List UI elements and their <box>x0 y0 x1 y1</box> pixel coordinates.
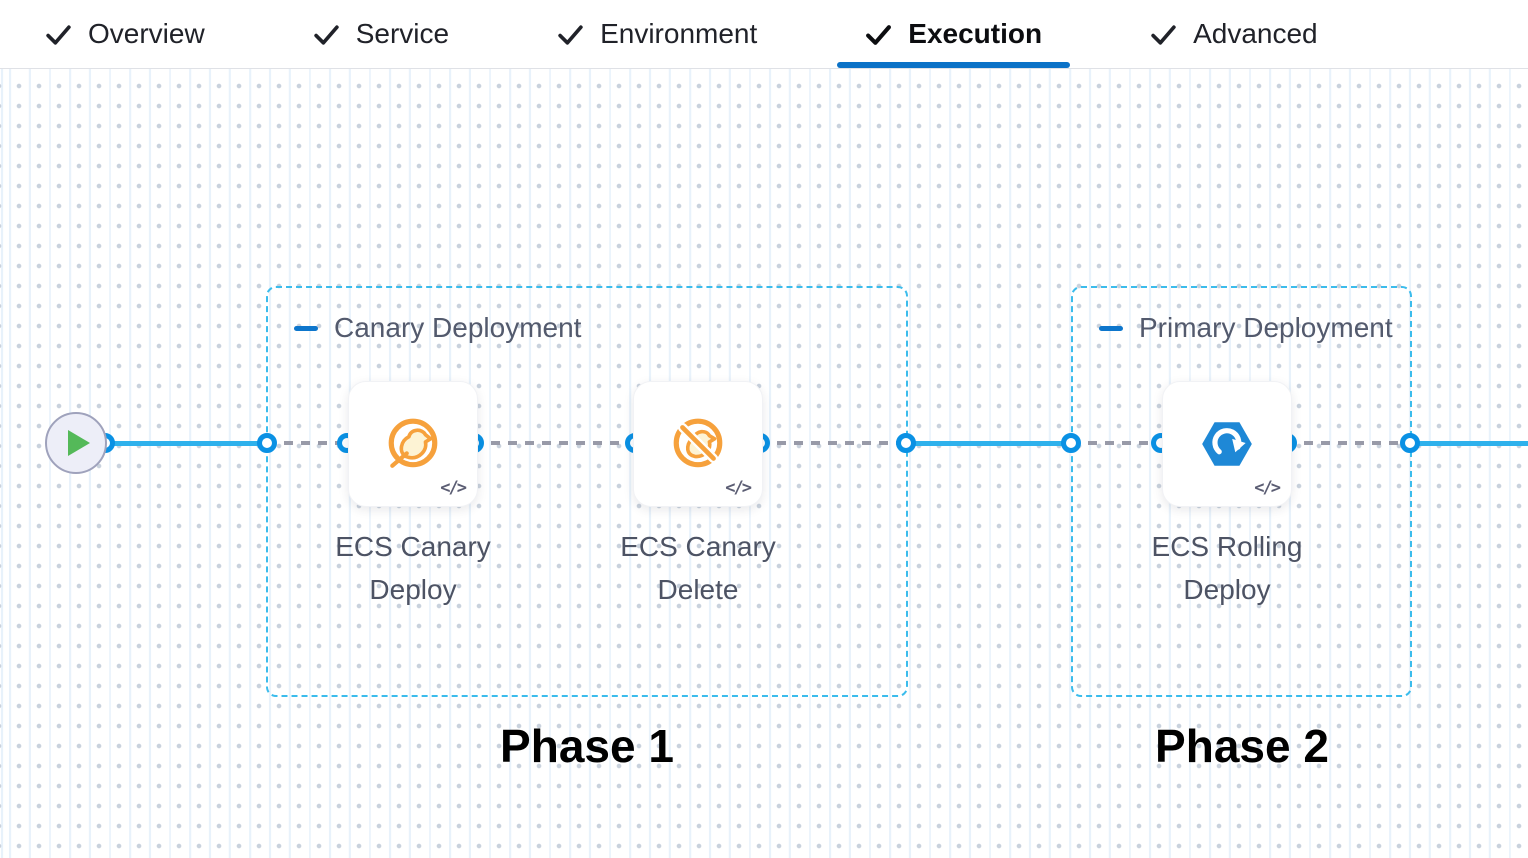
collapse-icon[interactable] <box>294 325 318 331</box>
tab-overview[interactable]: Overview <box>17 0 233 68</box>
connector-port[interactable] <box>257 433 277 453</box>
tab-execution[interactable]: Execution <box>837 0 1070 68</box>
code-icon[interactable]: </> <box>725 478 752 498</box>
flow-line-dashed <box>474 441 635 445</box>
check-icon <box>1150 21 1177 48</box>
tab-environment[interactable]: Environment <box>529 0 785 68</box>
tab-label: Advanced <box>1193 18 1318 49</box>
flow-line <box>906 441 1071 446</box>
group-title: Canary Deployment <box>334 312 582 343</box>
flow-line-dashed <box>1071 441 1161 445</box>
ecs-rolling-deploy-icon <box>1202 422 1252 466</box>
check-icon <box>45 21 72 48</box>
step-card-ecs-canary-delete[interactable]: </> <box>633 381 763 507</box>
phase-2-label: Phase 2 <box>1155 720 1329 772</box>
pipeline-start-node[interactable] <box>45 412 107 474</box>
group-header[interactable]: Canary Deployment <box>294 312 581 344</box>
ecs-canary-deploy-icon <box>388 418 438 468</box>
tab-label: Overview <box>88 18 205 49</box>
collapse-icon[interactable] <box>1099 325 1123 331</box>
flow-line <box>105 441 267 446</box>
check-icon <box>557 21 584 48</box>
check-icon <box>313 21 340 48</box>
phase-1-label: Phase 1 <box>500 720 674 772</box>
connector-port[interactable] <box>1061 433 1081 453</box>
step-group-primary-deployment[interactable]: Primary Deployment <box>1071 286 1412 697</box>
flow-line-dashed <box>760 441 906 445</box>
code-icon[interactable]: </> <box>1254 478 1281 498</box>
play-icon <box>67 430 90 456</box>
tab-label: Environment <box>600 18 758 49</box>
step-card-ecs-rolling-deploy[interactable]: </> <box>1162 381 1292 507</box>
flow-line-dashed <box>1287 441 1410 445</box>
connector-port[interactable] <box>896 433 916 453</box>
execution-graph-canvas[interactable]: Canary Deployment Primary Deployment <box>0 69 1528 858</box>
check-icon <box>865 21 892 48</box>
tab-advanced[interactable]: Advanced <box>1122 0 1346 68</box>
step-group-canary-deployment[interactable]: Canary Deployment <box>266 286 908 697</box>
step-label-ecs-rolling-deploy[interactable]: ECS Rolling Deploy <box>1151 531 1303 606</box>
tab-label: Service <box>355 18 450 49</box>
flow-line <box>1410 441 1528 446</box>
group-title: Primary Deployment <box>1139 312 1393 343</box>
step-label-ecs-canary-delete[interactable]: ECS Canary Delete <box>620 531 776 606</box>
tab-label: Execution <box>908 18 1043 49</box>
step-label-ecs-canary-deploy[interactable]: ECS Canary Deploy <box>335 531 491 606</box>
group-header[interactable]: Primary Deployment <box>1099 312 1393 344</box>
tab-service[interactable]: Service <box>285 0 477 68</box>
code-icon[interactable]: </> <box>440 478 467 498</box>
ecs-canary-delete-icon <box>673 418 723 468</box>
connector-port[interactable] <box>1400 433 1420 453</box>
step-card-ecs-canary-deploy[interactable]: </> <box>348 381 478 507</box>
stage-config-tabbar: Overview Service Environment Execution A… <box>0 0 1528 69</box>
flow-line-dashed <box>267 441 347 445</box>
